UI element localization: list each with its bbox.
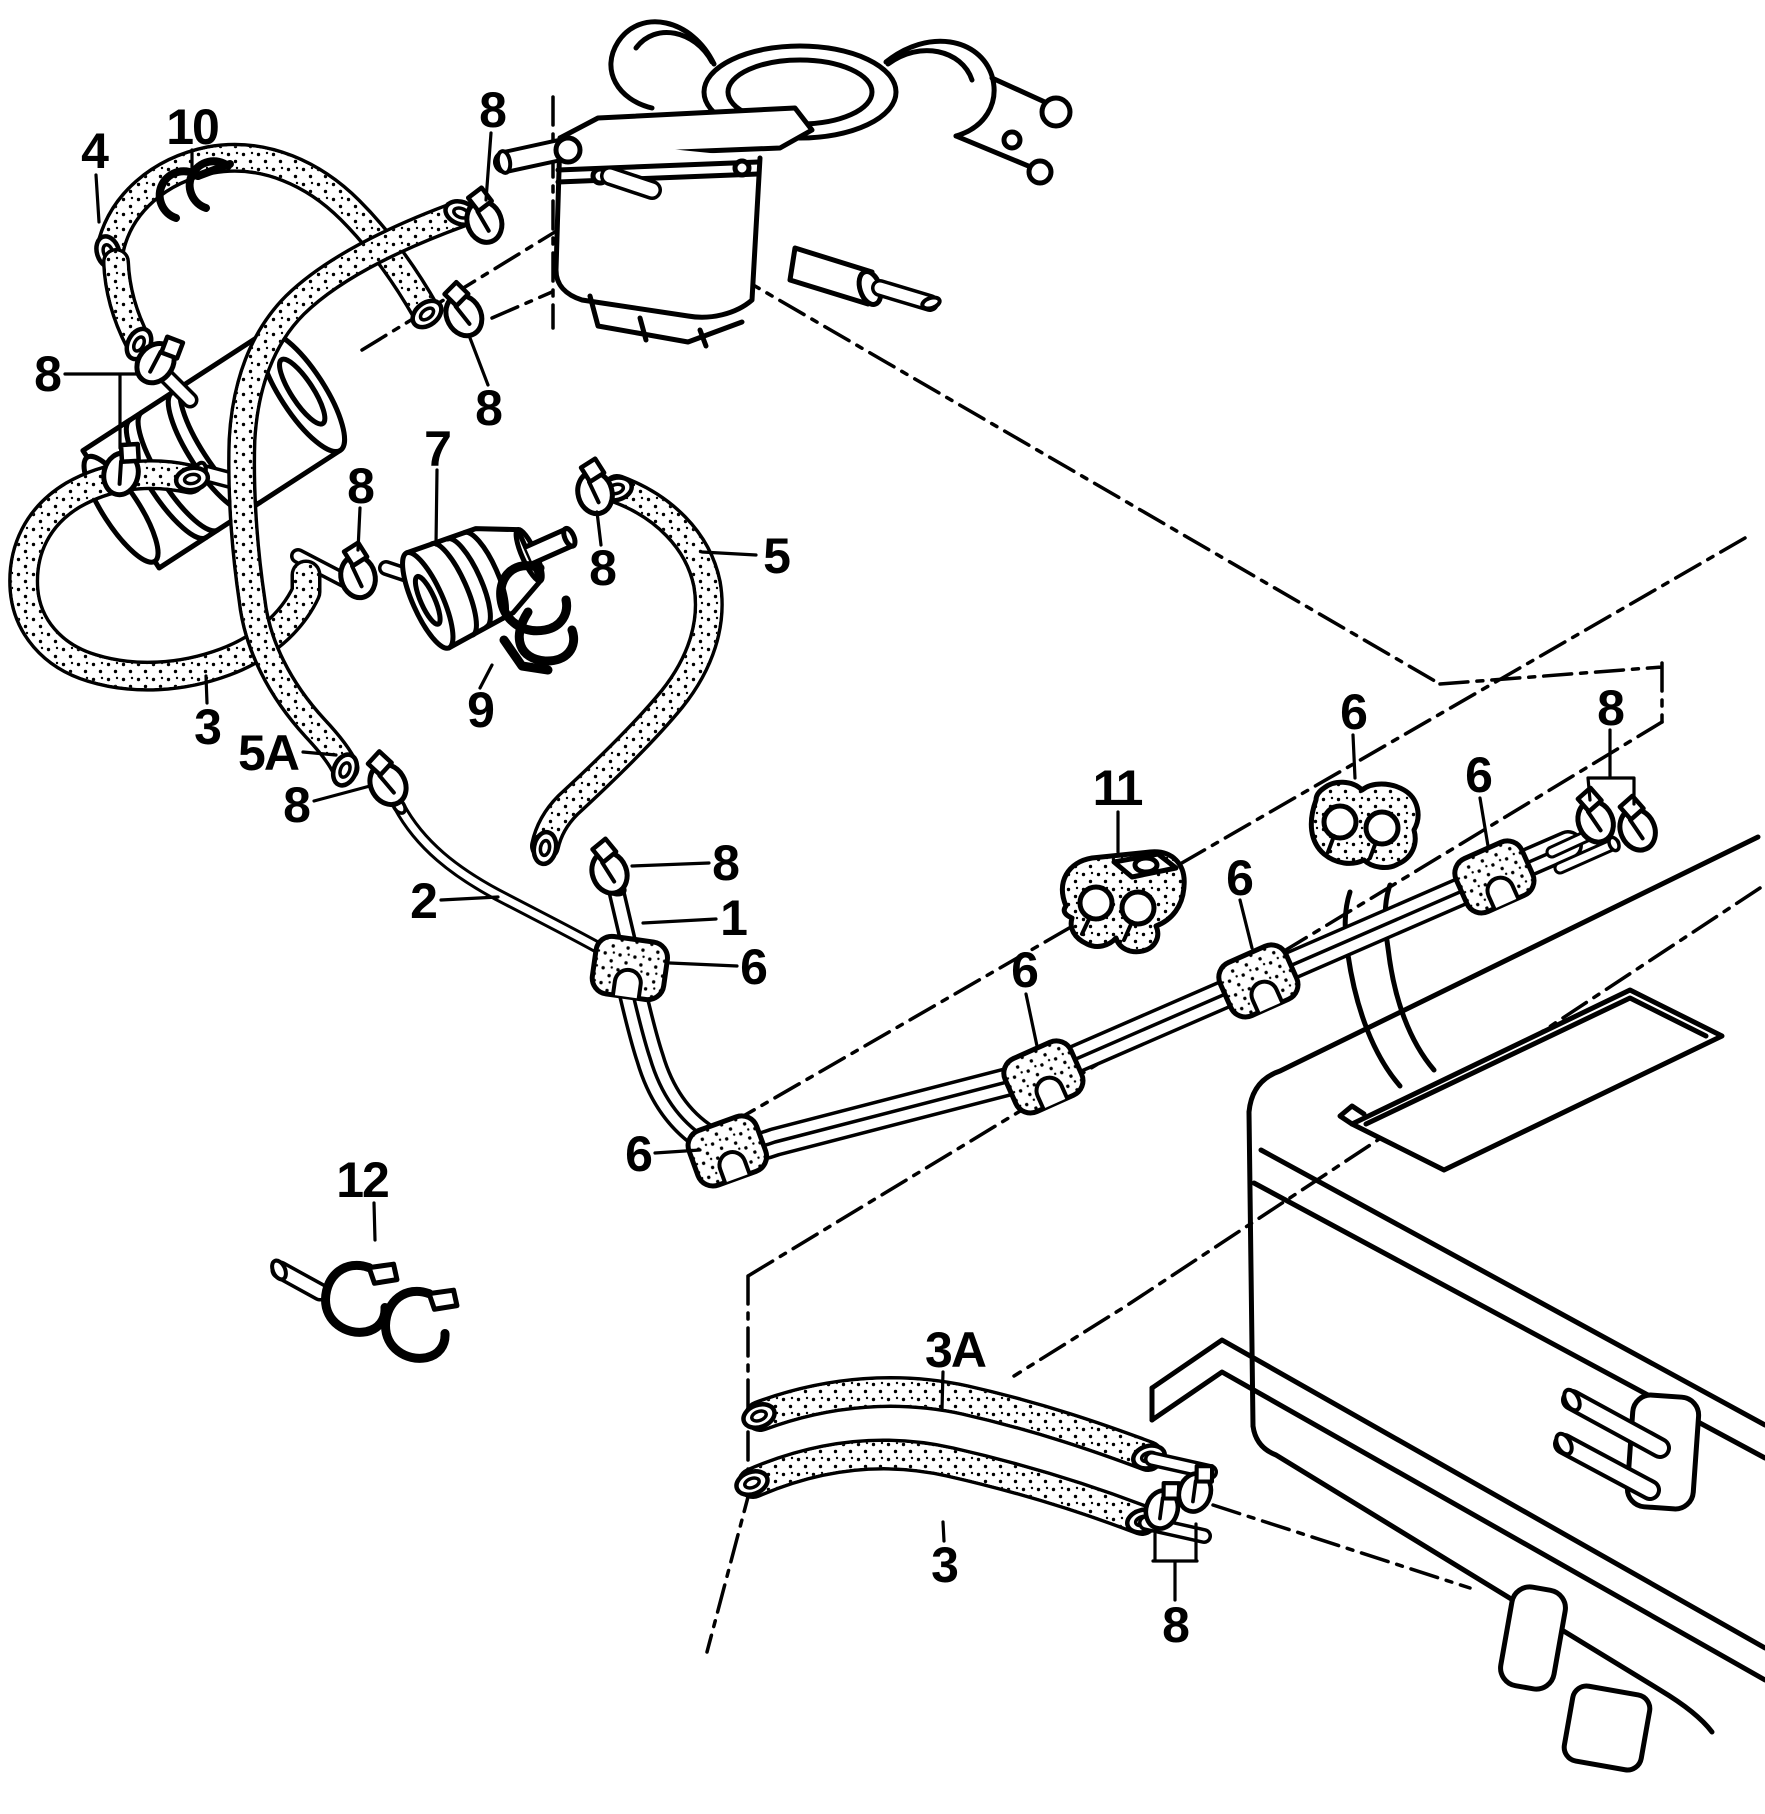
part-label-8: 8	[34, 346, 62, 402]
leader-lines	[63, 131, 1636, 1602]
part-label-5A: 5A	[238, 725, 300, 781]
hose-3-rear	[733, 1438, 1161, 1536]
grommet-6-loose	[1308, 779, 1421, 870]
part-label-11: 11	[1092, 760, 1144, 816]
fuel-pump	[80, 329, 354, 589]
hose-stub	[102, 248, 156, 363]
part-label-8: 8	[712, 835, 740, 891]
part-label-6: 6	[1465, 747, 1493, 803]
part-label-9: 9	[467, 682, 495, 738]
carburetor	[493, 19, 1073, 349]
clip-12-pair	[270, 1258, 460, 1363]
part-label-10: 10	[166, 99, 220, 155]
part-label-3: 3	[931, 1537, 959, 1593]
part-label-6: 6	[740, 939, 768, 995]
part-label-6: 6	[1340, 684, 1368, 740]
hose-3-front	[8, 459, 322, 692]
part-label-6: 6	[1226, 850, 1254, 906]
part-label-12: 12	[336, 1152, 390, 1208]
part-label-7: 7	[424, 421, 452, 477]
tank-pipe-stubs	[1553, 1387, 1671, 1501]
part-label-1: 1	[720, 890, 748, 946]
part-label-8: 8	[475, 380, 503, 436]
part-label-8: 8	[589, 540, 617, 596]
hose-5a	[227, 197, 480, 789]
clip-9	[496, 561, 578, 675]
part-label-6: 6	[625, 1126, 653, 1182]
part-label-5: 5	[763, 528, 791, 584]
part-label-8: 8	[479, 82, 507, 138]
part-label-8: 8	[283, 777, 311, 833]
fuel-hoses	[8, 142, 1218, 1544]
part-label-3A: 3A	[925, 1322, 987, 1378]
hose-5	[531, 474, 724, 865]
hose-3a-rear	[740, 1376, 1167, 1472]
part-label-8: 8	[347, 458, 375, 514]
part-label-8: 8	[1162, 1597, 1190, 1653]
fuel-filter	[378, 525, 578, 651]
fuel-tank	[1149, 834, 1765, 1773]
part-label-4: 4	[81, 123, 109, 179]
retainer-11	[1059, 849, 1187, 955]
clamps	[99, 185, 1661, 1533]
part-label-8: 8	[1597, 680, 1625, 736]
part-label-3: 3	[194, 699, 222, 755]
part-label-6: 6	[1011, 942, 1039, 998]
part-label-2: 2	[410, 873, 438, 929]
